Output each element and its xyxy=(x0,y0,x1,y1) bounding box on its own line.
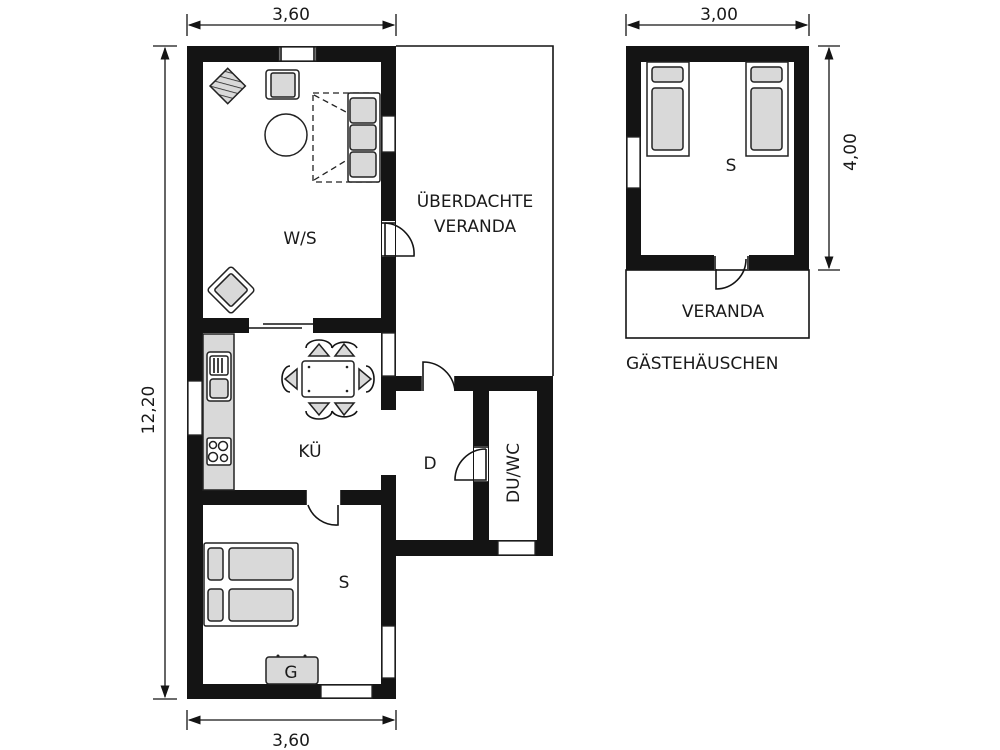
heater-label: G xyxy=(284,663,297,683)
dimension-left: 12,20 xyxy=(139,45,177,700)
room-label-covered-veranda-2: VERANDA xyxy=(434,217,517,237)
heater-icon xyxy=(265,656,319,685)
dimension-left-label: 12,20 xyxy=(139,386,159,435)
covered-veranda xyxy=(396,45,554,376)
room-label-covered-veranda-1: ÜBERDACHTE xyxy=(417,190,534,212)
stove-icon xyxy=(208,67,247,105)
living-furniture xyxy=(207,67,381,314)
guest-dimension-right-label: 4,00 xyxy=(841,133,861,171)
room-label-shower-wc: DU/WC xyxy=(504,443,524,503)
guest-house-beds xyxy=(646,61,789,157)
kitchen-furniture xyxy=(202,333,375,491)
guest-room-label-veranda: VERANDA xyxy=(682,302,765,322)
chair-icon xyxy=(307,402,331,417)
chair-icon xyxy=(358,367,373,391)
room-label-bedroom: S xyxy=(339,573,350,593)
armchair-icon xyxy=(207,266,255,314)
bedroom-furniture xyxy=(203,542,319,685)
dimension-top: 3,60 xyxy=(186,5,397,36)
guest-veranda xyxy=(625,269,810,339)
guest-house-title: GÄSTEHÄUSCHEN xyxy=(626,353,778,374)
guest-room-label-bedroom: S xyxy=(726,156,737,176)
round-table-icon xyxy=(264,113,308,157)
doors xyxy=(307,222,487,526)
guest-dimension-top-label: 3,00 xyxy=(700,5,738,25)
chair-icon xyxy=(333,402,356,417)
room-label-living: W/S xyxy=(283,229,316,249)
dining-table-icon xyxy=(301,360,355,398)
guest-house-walls xyxy=(626,46,809,290)
chair-icon xyxy=(283,367,298,391)
chair-icon xyxy=(307,342,331,357)
dimension-bottom-label: 3,60 xyxy=(272,731,310,750)
dimension-bottom: 3,60 xyxy=(186,710,397,750)
guest-house-dimension-right: 4,00 xyxy=(818,45,861,271)
dimension-top-label: 3,60 xyxy=(272,5,310,25)
room-label-kitchen: KÜ xyxy=(298,440,321,462)
guest-house-dimension-top: 3,00 xyxy=(625,5,810,36)
chair-icon xyxy=(333,342,356,357)
room-label-hallway: D xyxy=(423,454,436,474)
